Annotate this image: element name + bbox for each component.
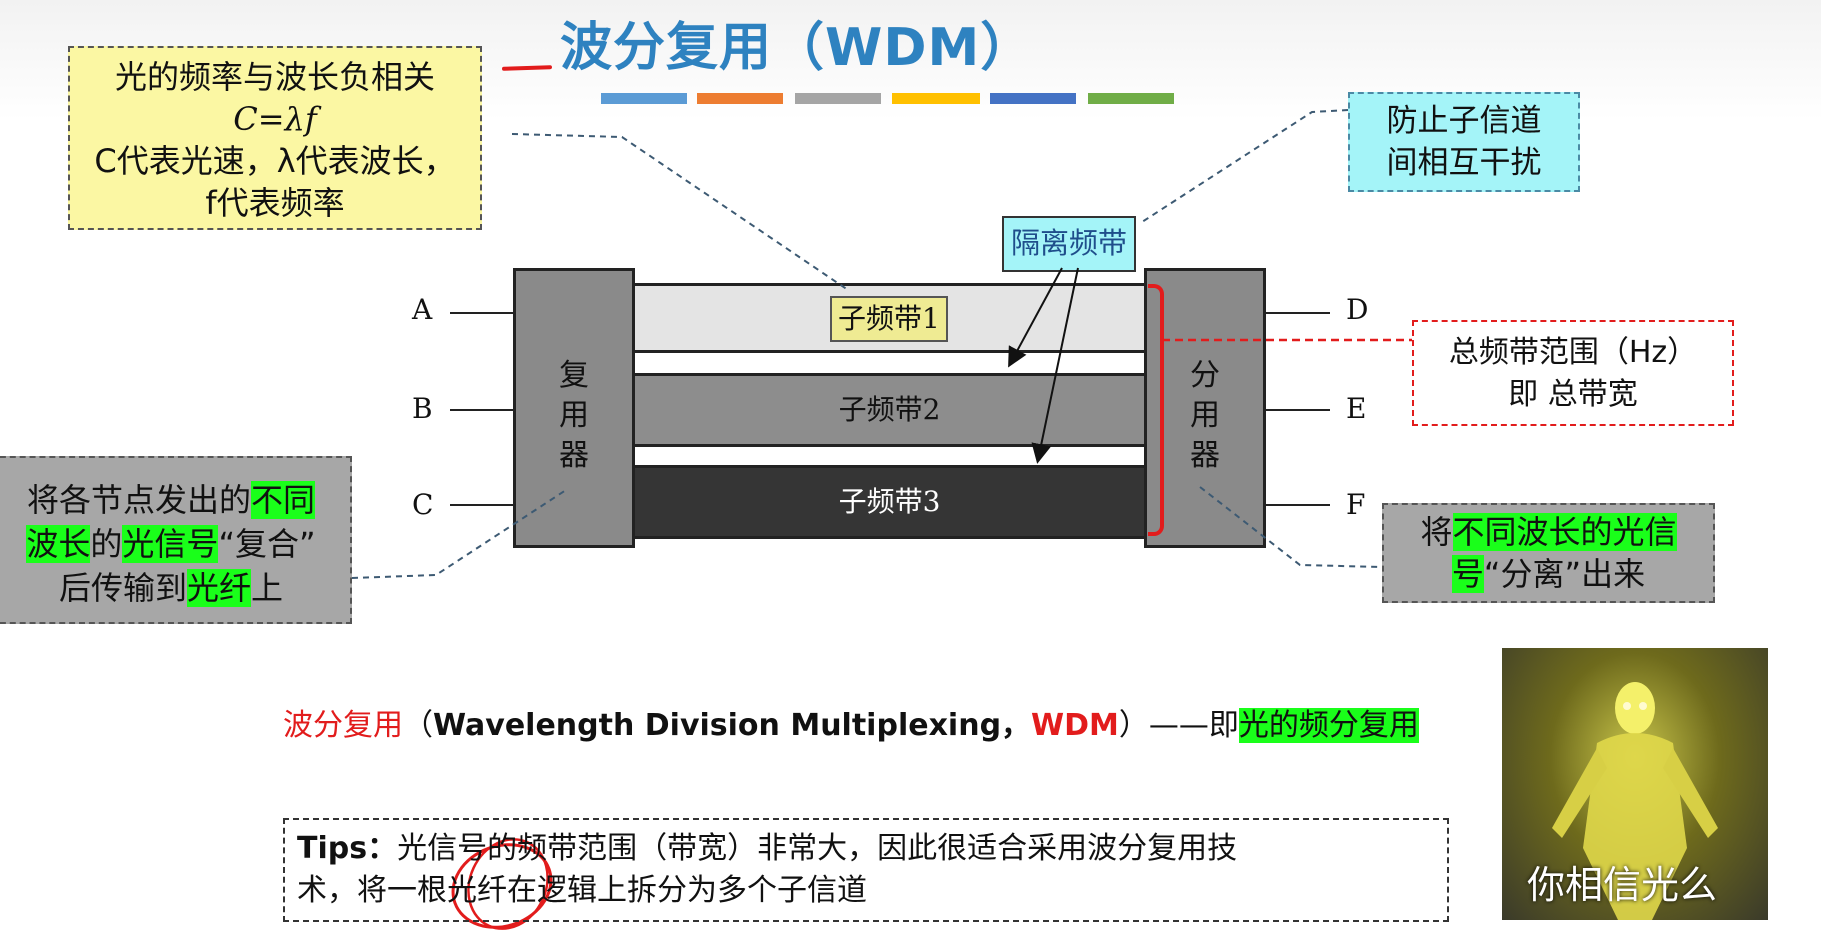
highlight: 光的频分复用 (1238, 708, 1419, 743)
multiplex-note: 将各节点发出的不同 波长的光信号“复合” 后传输到光纤上 (0, 456, 352, 624)
note-line: 光的频率与波长负相关 (114, 58, 435, 96)
english-term: Wavelength Division Multiplexing， (433, 708, 1032, 743)
char: 器 (1190, 438, 1220, 473)
total-bandwidth-note: 总频带范围（Hz） 即 总带宽 (1412, 320, 1734, 426)
port-a: A (412, 293, 433, 326)
wdm-definition: 波分复用（Wavelength Division Multiplexing，WD… (283, 700, 1419, 744)
sub-band-1-label: 子频带1 (830, 296, 948, 342)
callout-line-cyan (1141, 109, 1349, 223)
text: 将各节点发出的 (26, 481, 251, 519)
pen-circle (467, 838, 549, 930)
wire-e (1266, 409, 1330, 411)
interference-note: 防止子信道 间相互干扰 (1348, 92, 1580, 192)
multiplexer-label: 复 用 器 (516, 356, 632, 476)
port-d: D (1346, 293, 1369, 326)
note-line: 波长的光信号“复合” (0, 522, 350, 566)
note-line: 将各节点发出的不同 (0, 478, 350, 522)
text: 上 (251, 569, 284, 607)
port-e: E (1346, 392, 1367, 425)
char: 分 (1190, 358, 1220, 393)
highlight: 光信号 (122, 525, 219, 563)
text: 的 (90, 525, 123, 563)
formula: C=λf (233, 100, 317, 138)
text: （ (403, 708, 433, 743)
arrow-guard-1 (1008, 267, 1063, 368)
text: 后传输到 (58, 569, 187, 607)
note-line: C代表光速，λ代表波长， (94, 142, 456, 180)
highlight: 光纤 (186, 569, 251, 607)
sub-band-3: 子频带3 (632, 465, 1147, 539)
video-caption: 你相信光么 (1527, 863, 1718, 907)
demultiplex-note: 将不同波长的光信 号“分离”出来 (1382, 503, 1715, 603)
page-title: 波分复用（WDM） (560, 18, 1034, 78)
guard-band-label: 隔离频带 (1002, 216, 1136, 272)
note-line: 总频带范围（Hz） (1448, 335, 1698, 370)
highlight: 不同波长的光信 (1452, 513, 1677, 551)
presenter-image (1502, 648, 1768, 920)
highlight: 不同 (251, 481, 316, 519)
port-b: B (412, 392, 433, 425)
demultiplexer: 分 用 器 (1144, 268, 1266, 548)
tips-label: Tips： (297, 831, 398, 866)
note-line: 间相互干扰 (1386, 145, 1542, 181)
callout-line-left (351, 489, 567, 579)
char: 器 (559, 438, 589, 473)
frequency-wavelength-note: 光的频率与波长负相关 C=λf C代表光速，λ代表波长， f代表频率 (68, 46, 482, 230)
char: 用 (559, 398, 589, 433)
tips-box: Tips：光信号的频带范围（带宽）非常大，因此很适合采用波分复用技 术，将一根光… (283, 818, 1449, 922)
text: ）——即 (1118, 708, 1239, 743)
sub-band-2: 子频带2 (632, 373, 1147, 447)
char: 复 (559, 358, 589, 393)
color-bar-6 (1088, 93, 1174, 104)
text: 光信号的频带范围（带宽）非常大，因此很适合采用波分复用技 (397, 831, 1238, 866)
demultiplexer-label: 分 用 器 (1147, 356, 1263, 476)
abbr: WDM (1031, 708, 1119, 743)
tips-line: 术，将一根光纤在逻辑上拆分为多个子信道 (297, 873, 867, 908)
hero-figure-image (1552, 682, 1718, 920)
text: 将 (1420, 513, 1453, 551)
text: “分离”出来 (1483, 555, 1646, 593)
callout-line-yellow (511, 133, 849, 291)
wire-a (450, 312, 514, 314)
char: 用 (1190, 398, 1220, 433)
color-bar-5 (990, 93, 1076, 104)
wire-b (450, 409, 514, 411)
callout-line-right (1199, 486, 1383, 568)
port-f: F (1346, 488, 1366, 521)
tips-line: Tips：光信号的频带范围（带宽）非常大，因此很适合采用波分复用技 (297, 828, 1435, 870)
text: “复合” (218, 525, 316, 563)
color-bar-4 (892, 93, 980, 104)
wire-d (1266, 312, 1330, 314)
note-line: 即 总带宽 (1508, 377, 1638, 412)
arrow-guard-2 (1031, 267, 1079, 464)
color-bar-2 (697, 93, 783, 104)
note-line: 将不同波长的光信 (1384, 511, 1713, 553)
highlight: 波长 (26, 525, 91, 563)
note-line: 防止子信道 (1386, 103, 1542, 139)
total-band-brace (1148, 284, 1164, 536)
note-line: 后传输到光纤上 (0, 566, 350, 610)
wire-c (450, 504, 514, 506)
highlight: 号 (1451, 555, 1484, 593)
color-bar-3 (795, 93, 881, 104)
note-line: 号“分离”出来 (1384, 553, 1713, 595)
port-c: C (412, 488, 434, 521)
multiplexer: 复 用 器 (513, 268, 635, 548)
wire-f (1266, 504, 1330, 506)
term: 波分复用 (283, 708, 403, 743)
color-bar-1 (601, 93, 687, 104)
sub-band-1: 子频带1 (632, 283, 1147, 353)
note-line: f代表频率 (205, 184, 345, 222)
